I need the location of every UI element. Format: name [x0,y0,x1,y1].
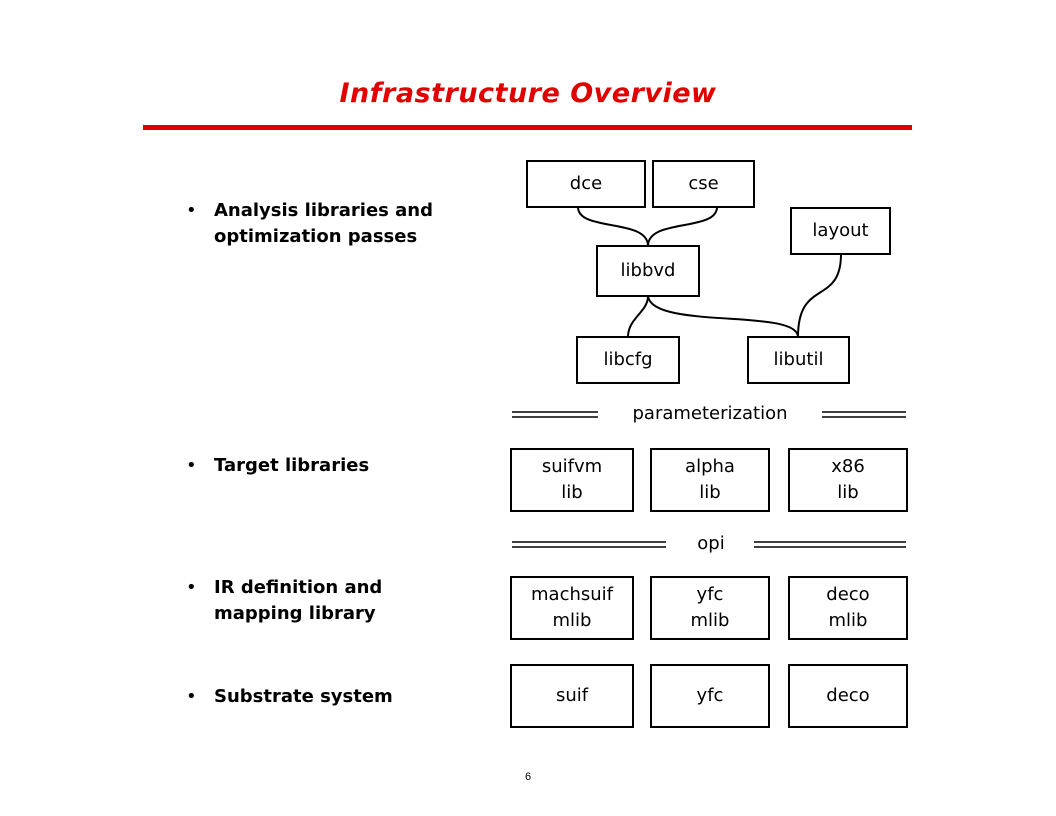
bullet-marker: • [186,455,197,476]
slide-title: Infrastructure Overview [339,78,717,109]
box-libutil: libutil [747,336,850,384]
box-ir-lib: deco mlib [788,576,908,640]
bullet-marker: • [186,577,197,598]
box-substrate: deco [788,664,908,728]
bullet-text: IR definition and mapping library [214,577,383,624]
connector-layout-libutil [797,253,842,338]
box-substrate: suif [510,664,634,728]
page-number: 6 [524,771,532,783]
separator-parameterization: parameterization [604,403,816,424]
bullet-target: • Target libraries [186,453,369,479]
bullet-analysis: • Analysis libraries and optimization pa… [186,198,433,250]
bullet-marker: • [186,686,197,707]
connector-cse-libbvd [647,206,718,247]
box-cse: cse [652,160,755,208]
separator-opi: opi [674,533,748,554]
box-substrate: yfc [650,664,770,728]
bullet-substrate: • Substrate system [186,684,393,710]
connector-dce-libbvd [577,206,649,247]
bullet-ir: • IR definition and mapping library [186,575,382,627]
title-underline [143,125,912,130]
box-target-lib: x86 lib [788,448,908,512]
box-libcfg: libcfg [576,336,680,384]
connector-libbvd-libutil [647,295,799,338]
connector-libbvd-libcfg [627,295,649,338]
bullet-text: Analysis libraries and optimization pass… [214,200,433,247]
bullet-text: Target libraries [214,455,370,476]
box-target-lib: alpha lib [650,448,770,512]
box-target-lib: suifvm lib [510,448,634,512]
box-layout: layout [790,207,891,255]
bullet-marker: • [186,200,197,221]
bullet-text: Substrate system [214,686,393,707]
box-ir-lib: machsuif mlib [510,576,634,640]
box-libbvd: libbvd [596,245,700,297]
box-dce: dce [526,160,646,208]
box-ir-lib: yfc mlib [650,576,770,640]
